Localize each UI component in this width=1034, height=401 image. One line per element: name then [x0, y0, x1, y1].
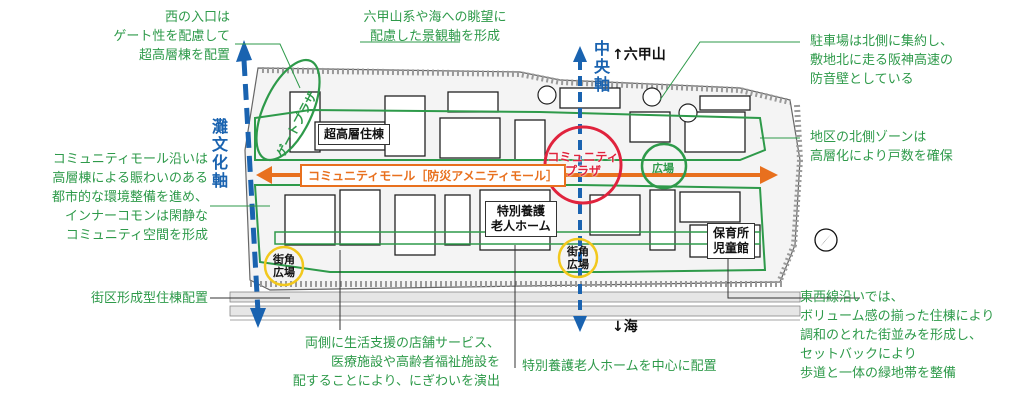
- label-rokko: ↑六甲山: [612, 47, 666, 63]
- annotation-east-west: 東西線沿いでは、 ボリューム感の揃った住棟により 調和のとれた街並みを形成し、 …: [800, 290, 995, 381]
- annotation-community-mall: コミュニティモール沿いは 高層棟による賑わいのある 都市的な環境整備を進め、 イ…: [51, 152, 208, 243]
- nada-axis-arrow-bottom: [250, 308, 266, 328]
- label-sea: ↓海: [612, 319, 638, 335]
- corner-plaza-center-circle: [557, 237, 599, 279]
- label-corner-plaza-left: 街角 広場: [273, 253, 295, 279]
- north-arrow-icon: [814, 228, 838, 252]
- annotation-north-zone: 地区の北側ゾーンは 高層化により戸数を確保: [810, 130, 953, 164]
- annotation-both-sides: 両側に生活支援の店舗サービス、 医療施設や高齢者福祉施設を 配することにより、に…: [292, 336, 500, 389]
- label-central-axis: 中央軸: [591, 40, 610, 94]
- annotation-view-axis: 六甲山系や海への眺望に 配慮した景観軸を形成: [363, 10, 507, 44]
- annotation-west-entrance: 西の入口は ゲート性を配慮して 超高層棟を配置: [113, 10, 230, 63]
- annotation-nursing-center: 特別養護老人ホームを中心に配置: [522, 359, 717, 374]
- label-nursery: 保育所 児童館: [707, 223, 756, 259]
- green-zone-south: [253, 184, 767, 273]
- plaza-circle: [640, 142, 688, 190]
- label-community-mall: コミュニティモール［防災アメニティモール］: [300, 164, 566, 187]
- mall-arrow-right: [760, 166, 778, 184]
- label-nursing-home: 特別養護 老人ホーム: [485, 201, 557, 237]
- nada-axis-arrow-top: [236, 40, 252, 62]
- annotation-block-type: 街区形成型住棟配置: [90, 291, 208, 306]
- gate-plaza-ellipse: [255, 58, 321, 162]
- tree-belt-north: [261, 67, 791, 105]
- label-corner-plaza-center: 街角 広場: [567, 245, 589, 271]
- central-axis-arrow-bottom: [573, 316, 587, 332]
- label-plaza: 広場: [652, 162, 674, 175]
- parking-domes: [537, 85, 698, 123]
- leader-lines: [210, 41, 860, 368]
- mall-arrow-left: [256, 166, 272, 184]
- annotation-parking: 駐車場は北側に集約し、 敷地北に走る阪神高速の 防音壁としている: [810, 34, 954, 87]
- label-community-plaza: コミュニティ プラザ: [547, 150, 619, 178]
- corner-plaza-left-circle: [263, 245, 305, 287]
- central-axis-arrow-top: [573, 46, 587, 62]
- nada-axis-line: [241, 59, 261, 313]
- label-nada-axis: 灘文化軸: [209, 118, 228, 190]
- label-super-high-rise: 超高層住棟: [318, 124, 391, 145]
